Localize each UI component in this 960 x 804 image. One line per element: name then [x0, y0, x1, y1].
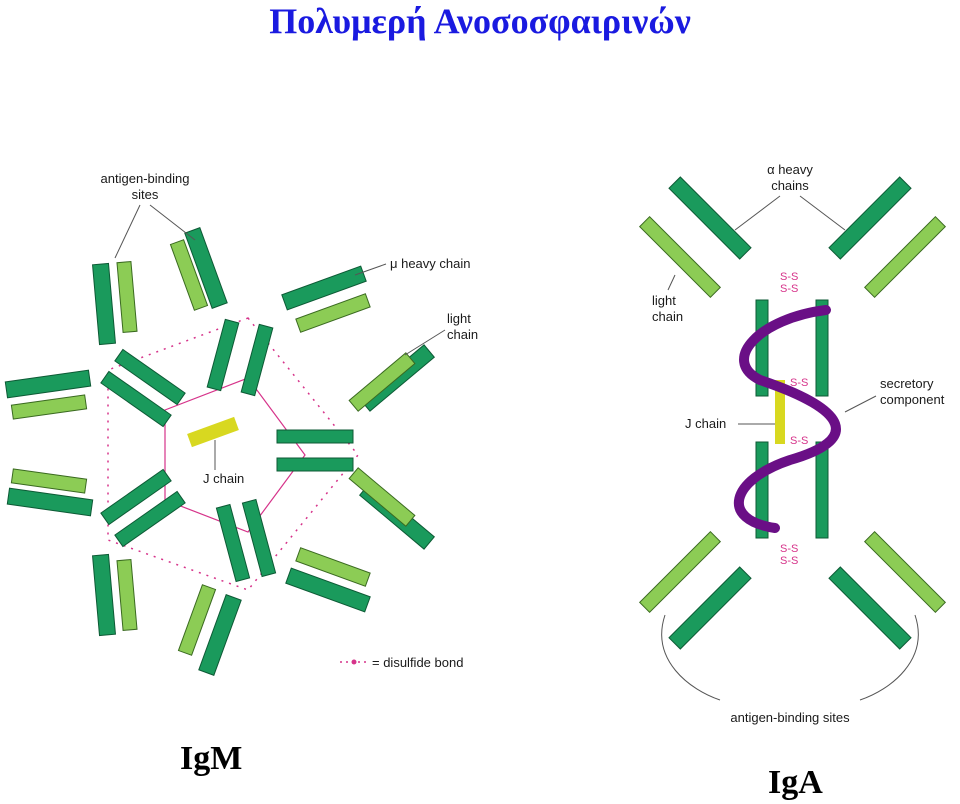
iga-arm-lower-left-light [638, 530, 722, 614]
iga-lower-heavy-right [815, 441, 829, 539]
igm-antigen-leader-1 [114, 204, 141, 259]
iga-upper-heavy-left [755, 299, 769, 397]
iga-secretory-label-line1: secretory [880, 376, 934, 391]
iga-heavy-leader-1 [734, 195, 781, 231]
iga-secretory-component [733, 305, 841, 533]
igm-j-chain [187, 416, 239, 448]
legend-disulfide-dot [351, 659, 357, 665]
iga-arm-upper-right-heavy [828, 176, 912, 260]
iga-arm-upper-left-light [638, 215, 722, 299]
iga-antigen-binding-label: antigen-binding sites [730, 710, 850, 725]
iga-light-chain-label-line2: chain [652, 309, 683, 324]
igm-monomer-right [276, 344, 436, 550]
legend-disulfide-label: = disulfide bond [372, 655, 463, 670]
iga-arm-lower-left-heavy [668, 566, 752, 650]
igm-caption: IgM [180, 740, 243, 777]
iga-j-chain [775, 380, 785, 444]
iga-upper-heavy-right [815, 299, 829, 397]
iga-ss-mid-1: S-S [790, 377, 808, 389]
iga-arm-lower-right-heavy [828, 566, 912, 650]
iga-diagram: S-S S-S S-S S-S S-S S-S α heavy chains l… [638, 162, 947, 725]
iga-arm-lower-right-light [863, 530, 947, 614]
igm-light-chain-label-line1: light [447, 311, 471, 326]
igm-monomer-top [169, 227, 371, 397]
iga-antigen-bracket-right [859, 614, 919, 701]
iga-heavy-chains-label-line1: α heavy [767, 162, 813, 177]
igm-heavy-chain-label: μ heavy chain [390, 256, 470, 271]
igm-disulfide-ring [107, 317, 359, 591]
igm-light-leader [404, 329, 446, 356]
iga-ss-mid-2: S-S [790, 435, 808, 447]
igm-heavy-leader [354, 263, 387, 276]
iga-secretory-leader [844, 395, 877, 413]
igm-j-chain-label: J chain [203, 471, 244, 486]
igm-antigen-binding-label-line1: antigen-binding [101, 171, 190, 186]
igm-antigen-leader-2 [149, 204, 196, 241]
iga-ss-upper-1: S-S [780, 271, 798, 283]
iga-ss-lower-1: S-S [780, 543, 798, 555]
igm-monomer-lower-left [6, 468, 186, 637]
igm-diagram: antigen-binding sites μ heavy chain ligh… [4, 171, 478, 676]
igm-light-chain-label-line2: chain [447, 327, 478, 342]
iga-light-chain-label-line1: light [652, 293, 676, 308]
iga-j-chain-label: J chain [685, 416, 726, 431]
iga-secretory-label-line2: component [880, 392, 945, 407]
iga-light-leader [667, 274, 676, 291]
iga-arm-upper-right-light [863, 215, 947, 299]
igm-antigen-binding-label-line2: sites [132, 187, 159, 202]
iga-ss-upper-2: S-S [780, 283, 798, 295]
igm-inner-ring [164, 377, 306, 533]
iga-arm-upper-left-heavy [668, 176, 752, 260]
igm-monomer-bottom [177, 498, 371, 676]
iga-caption: IgA [768, 764, 823, 801]
iga-antigen-bracket-left [661, 614, 721, 701]
iga-ss-lower-2: S-S [780, 555, 798, 567]
slide-title: Πολυμερή Ανοσοσφαιρινών [269, 1, 691, 41]
iga-heavy-leader-2 [799, 195, 846, 231]
iga-heavy-chains-label-line2: chains [771, 178, 809, 193]
igm-monomer-upper-left [4, 260, 186, 428]
